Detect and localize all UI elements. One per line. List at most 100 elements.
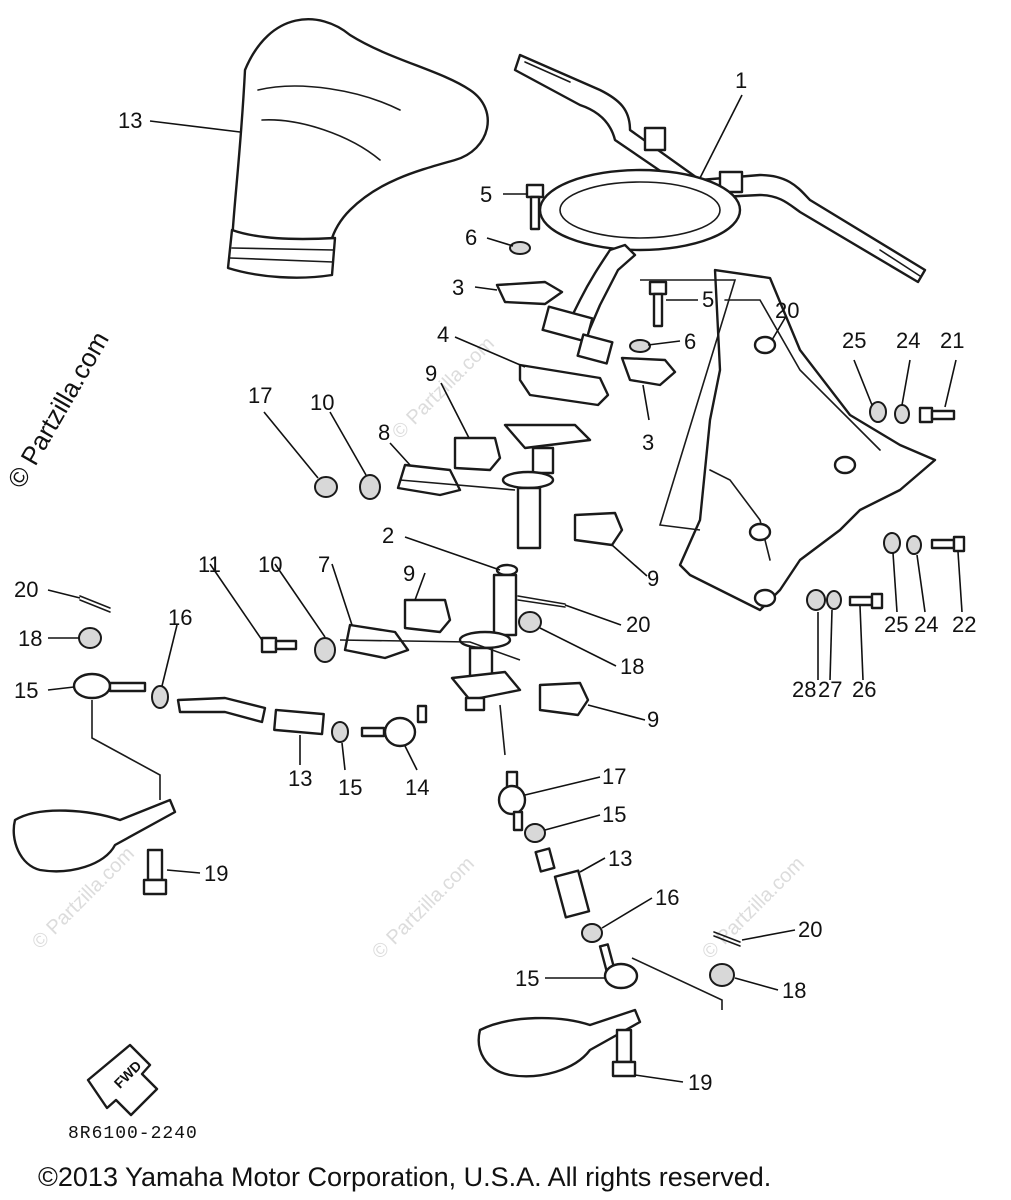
part-17-nut-left xyxy=(151,685,169,709)
part-6-washer-upper xyxy=(509,241,531,255)
part-5-bolt-lower xyxy=(648,280,668,328)
part-4-handle-holder xyxy=(518,363,610,407)
part-9-clamp-c xyxy=(403,598,452,634)
part-10-nut-lower xyxy=(314,637,336,663)
callout-4: 4 xyxy=(437,322,449,347)
steering-arm-left xyxy=(12,798,177,873)
part-11-bolt xyxy=(260,636,298,654)
part-18-nut-right xyxy=(709,963,735,987)
part-12-nut xyxy=(314,476,338,498)
part-19-bolt-right xyxy=(611,1028,637,1078)
callout-10-upper: 10 xyxy=(310,390,334,415)
part-18-nut-left xyxy=(78,627,102,649)
callout-7: 7 xyxy=(318,552,330,577)
part-13-rod-left xyxy=(176,696,325,736)
part-22-bracket xyxy=(678,268,937,612)
part-13-rod-right xyxy=(534,847,591,919)
part-9-collar-b xyxy=(573,511,624,547)
callout-14-right: 17 xyxy=(602,764,626,789)
callout-24-upper: 24 xyxy=(896,328,920,353)
callout-9-lower: 9 xyxy=(403,561,415,586)
assembly-line-upper xyxy=(399,479,516,491)
callout-20-right: 20 xyxy=(798,917,822,942)
callout-15-left: 15 xyxy=(14,678,38,703)
callout-25-upper: 25 xyxy=(842,328,866,353)
part-9-clamp-a xyxy=(453,436,502,472)
assembly-line-lower xyxy=(339,639,521,661)
callout-28: 28 xyxy=(792,677,816,702)
callout-26: 26 xyxy=(852,677,876,702)
callout-13-right: 13 xyxy=(608,846,632,871)
watermark-side: © Partzilla.com xyxy=(1,326,115,493)
part-15-ball-joint-right xyxy=(598,943,639,990)
callout-2: 2 xyxy=(382,523,394,548)
part-17-nut-right xyxy=(581,923,603,943)
callout-8: 8 xyxy=(378,420,390,445)
callout-14-left: 14 xyxy=(405,775,429,800)
part-14-ball-joint-left xyxy=(360,704,428,748)
watermark-lower-right: © Partzilla.com xyxy=(698,853,809,964)
part-9-collar-d xyxy=(538,681,590,717)
copyright-notice: ©2013 Yamaha Motor Corporation, U.S.A. A… xyxy=(38,1162,771,1192)
callout-24-lower: 24 xyxy=(914,612,938,637)
part-3-clamp-upper xyxy=(495,280,564,306)
callout-20-left: 20 xyxy=(14,577,38,602)
callout-3-upper: 3 xyxy=(452,275,464,300)
callout-23-upper: 21 xyxy=(940,328,964,353)
callout-9-upper: 9 xyxy=(425,361,437,386)
part-8-clamp-plate xyxy=(396,463,462,497)
leader-lines xyxy=(47,94,963,1083)
callout-20-mid: 20 xyxy=(626,612,650,637)
callout-22: 20 xyxy=(775,298,799,323)
part-20-cotter-pin-left xyxy=(79,595,111,613)
callout-9-collar: 9 xyxy=(647,566,659,591)
hardware-23-24-25-upper xyxy=(869,401,956,424)
part-1-handlebar xyxy=(513,53,927,365)
part-20-cotter-pin-mid xyxy=(517,595,566,608)
callout-17-left: 16 xyxy=(168,605,192,630)
part-3-clamp-lower xyxy=(620,356,677,387)
callout-6-upper: 6 xyxy=(465,225,477,250)
callout-17-right: 16 xyxy=(655,885,679,910)
part-16-nut-right xyxy=(524,823,546,843)
callout-5-upper: 5 xyxy=(480,182,492,207)
callout-3-lower: 3 xyxy=(642,430,654,455)
callout-25-lower: 25 xyxy=(884,612,908,637)
callout-11: 11 xyxy=(198,552,221,577)
watermark-lower-center: © Partzilla.com xyxy=(368,853,479,964)
assembly-line-mid xyxy=(499,704,506,756)
callout-21: 13 xyxy=(118,108,142,133)
part-10-nut-upper xyxy=(359,474,381,500)
part-20-cotter-pin-right xyxy=(713,931,741,947)
part-7-clamp-plate xyxy=(343,623,410,660)
part-18-nut-mid xyxy=(518,611,542,633)
part-16-nut-left xyxy=(331,721,349,743)
callout-18-left: 18 xyxy=(18,626,42,651)
assembly-line-bracket xyxy=(640,279,737,531)
fwd-arrow-icon: FWD xyxy=(86,1043,159,1117)
callout-19-right: 19 xyxy=(688,1070,712,1095)
part-19-bolt-left xyxy=(142,848,168,896)
part-2-steering-column xyxy=(450,423,592,712)
hardware-23-24-25-lower xyxy=(883,532,966,555)
watermark-group: © Partzilla.com © Partzilla.com © Partzi… xyxy=(28,333,819,964)
callout-12: 17 xyxy=(248,383,272,408)
callout-27: 27 xyxy=(818,677,842,702)
callout-19-left: 19 xyxy=(204,861,228,886)
hardware-26-27-28 xyxy=(806,589,884,611)
callout-23-lower: 22 xyxy=(952,612,976,637)
part-6-washer-lower xyxy=(629,339,651,353)
callout-9-bottom: 9 xyxy=(647,707,659,732)
assembly-line-right xyxy=(631,957,723,1010)
part-21-handle-cover xyxy=(226,18,489,279)
callout-16-right: 15 xyxy=(602,802,626,827)
drawing-code: 8R6100-2240 xyxy=(68,1124,198,1144)
part-15-ball-joint-left xyxy=(72,672,147,700)
callout-1: 1 xyxy=(735,68,747,93)
callout-18-right: 18 xyxy=(782,978,806,1003)
callout-6-lower: 6 xyxy=(684,329,696,354)
steering-arm-right xyxy=(477,1008,642,1078)
callout-5-lower: 5 xyxy=(702,287,714,312)
part-5-bolt-upper xyxy=(525,183,545,231)
